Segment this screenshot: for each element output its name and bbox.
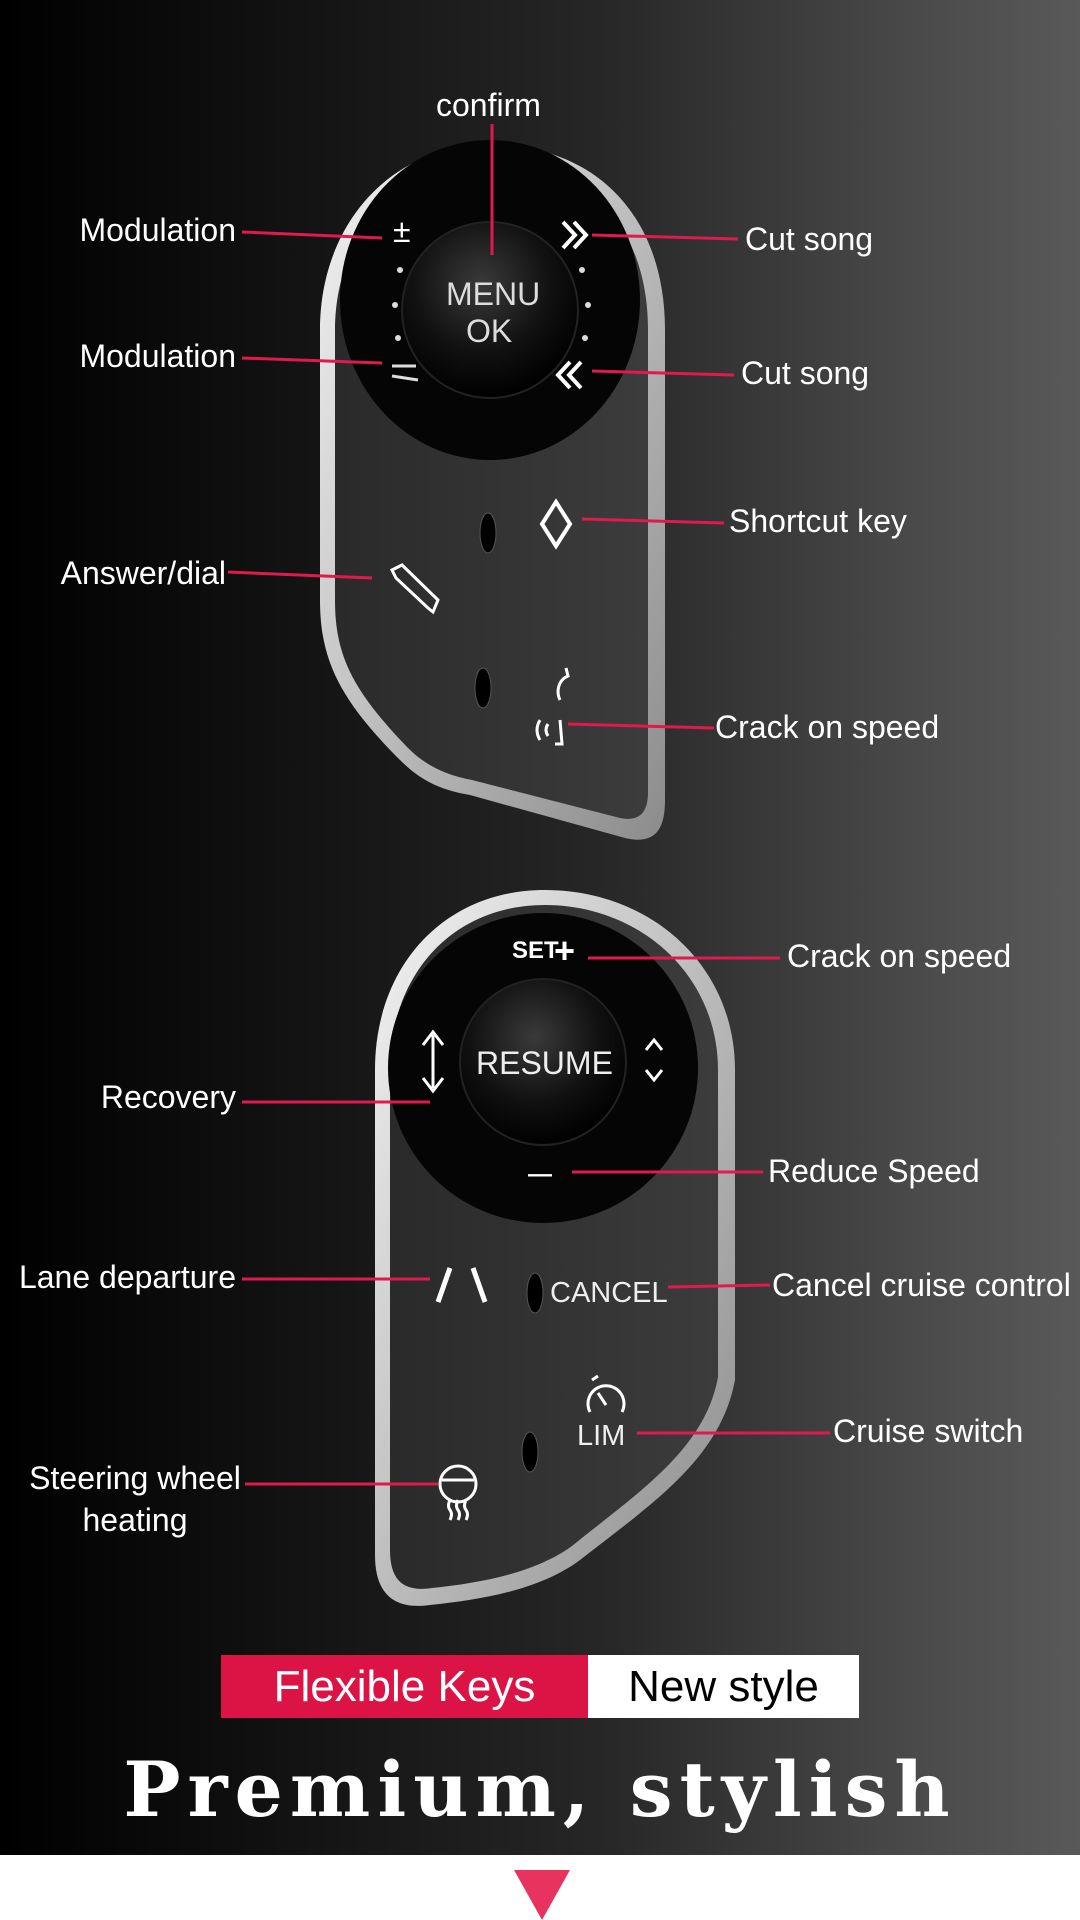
headline: Premium, stylish	[123, 1745, 957, 1834]
label-lane-departure: Lane departure	[18, 1259, 236, 1295]
plus-label: +	[554, 930, 576, 971]
steering-heat-icon	[438, 1464, 478, 1521]
volume-up-symbol: ±	[393, 213, 411, 249]
down-arrow-icon	[514, 1870, 570, 1920]
set-label: SET	[512, 937, 559, 964]
label-recovery: Recovery	[100, 1079, 236, 1115]
label-answer-dial: Answer/dial	[60, 555, 226, 591]
label-voice: Crack on speed	[715, 709, 940, 745]
top-pad-icons	[389, 220, 589, 746]
lim-label: LIM	[577, 1420, 626, 1452]
leader-lines	[227, 124, 830, 1486]
label-reduce-speed: Reduce Speed	[768, 1153, 980, 1189]
next-track-icon	[561, 220, 589, 250]
minus-label: —	[528, 1161, 552, 1188]
resume-label: RESUME	[476, 1045, 613, 1081]
label-shortcut-key: Shortcut key	[729, 503, 907, 539]
label-wheel-heating-1: Steering wheel	[29, 1460, 241, 1496]
lane-departure-icon	[435, 1267, 488, 1303]
volume-down-icon	[391, 364, 419, 382]
label-wheel-heating-2: heating	[82, 1502, 188, 1538]
menu-label: MENU	[446, 276, 541, 312]
label-cut-song-prev: Cut song	[741, 355, 870, 391]
previous-track-icon	[555, 360, 583, 390]
label-confirm: confirm	[436, 87, 541, 123]
label-cut-song-next: Cut song	[745, 221, 874, 257]
scroll-arrows-icon	[421, 1029, 664, 1094]
label-modulation-up: Modulation	[79, 212, 236, 248]
label-cruise-switch: Cruise switch	[833, 1413, 1024, 1449]
cancel-label: CANCEL	[550, 1277, 668, 1309]
speed-limiter-icon	[586, 1374, 626, 1413]
diamond-shortcut-icon	[539, 498, 573, 550]
bottom-control-pad	[375, 890, 735, 1606]
label-cancel-cruise: Cancel cruise control	[772, 1267, 1071, 1303]
badge-flexible-keys: Flexible Keys	[221, 1655, 588, 1718]
phone-handset-icon	[389, 563, 440, 615]
label-set-plus: Crack on speed	[787, 938, 1012, 974]
product-background: MENU OK ±	[0, 0, 1080, 1855]
badge-new-style: New style	[588, 1655, 859, 1718]
label-modulation-down: Modulation	[79, 338, 236, 374]
ok-label: OK	[466, 313, 513, 349]
voice-command-icon	[535, 667, 570, 746]
